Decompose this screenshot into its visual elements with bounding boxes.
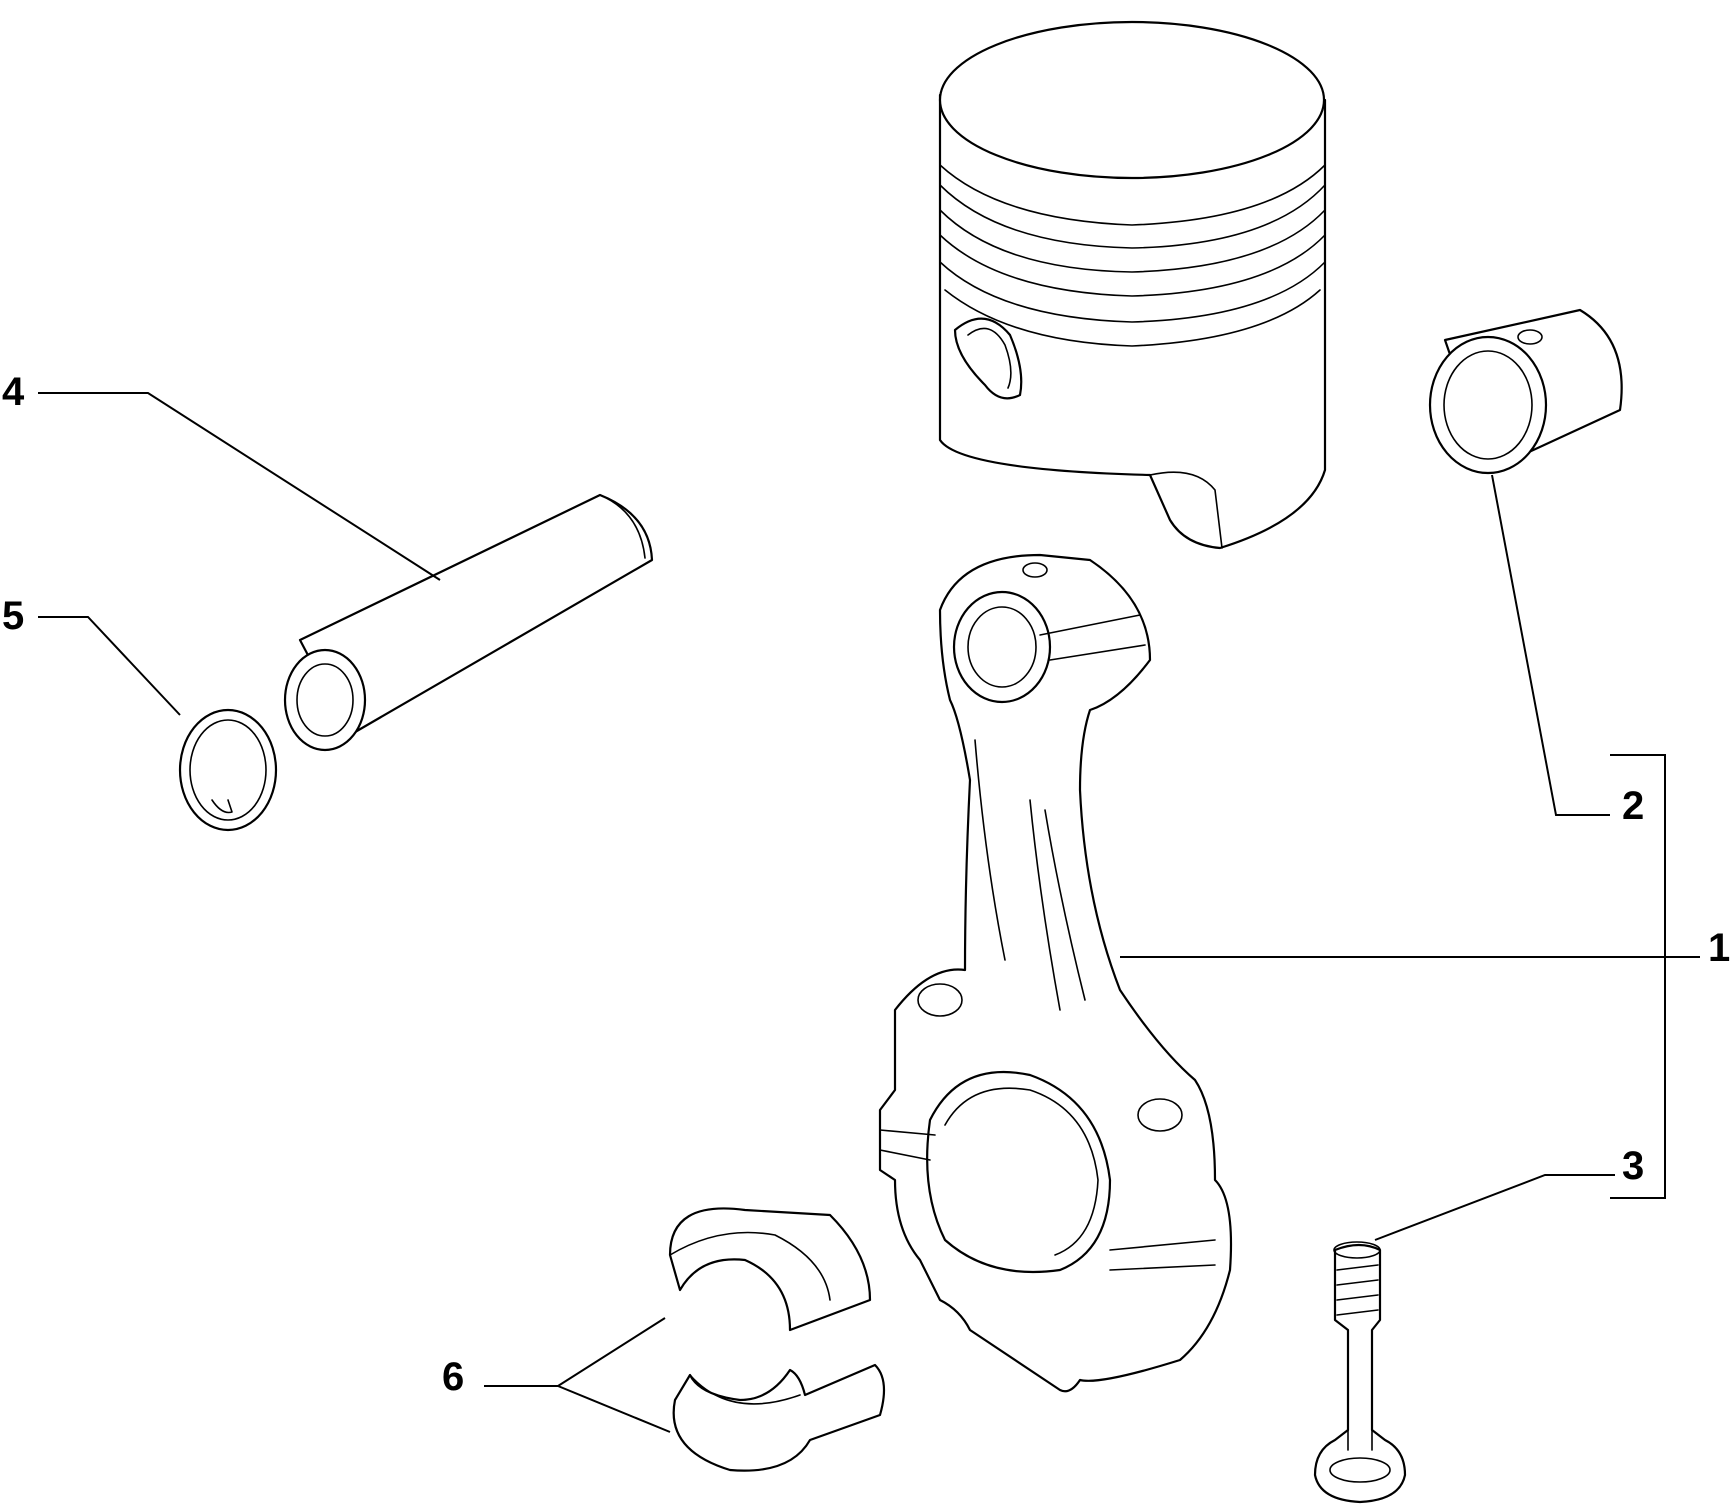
bushing-part[interactable] bbox=[1428, 308, 1623, 475]
leader-6-upper bbox=[484, 1317, 666, 1387]
leader-lines bbox=[38, 392, 1700, 1433]
bearing-shells-part[interactable] bbox=[668, 1207, 886, 1472]
leader-3 bbox=[1374, 1174, 1615, 1241]
connecting-rod-part[interactable] bbox=[878, 553, 1233, 1393]
rod-bolt-part[interactable] bbox=[1313, 1241, 1407, 1504]
leader-6-lower bbox=[557, 1385, 671, 1433]
callout-6: 6 bbox=[442, 1355, 465, 1399]
piston-part[interactable] bbox=[938, 20, 1327, 550]
leader-2 bbox=[1491, 474, 1610, 816]
snap-ring-part[interactable] bbox=[178, 708, 278, 832]
bracket-1 bbox=[1610, 754, 1666, 1199]
piston-pin-part[interactable] bbox=[283, 493, 654, 752]
leader-4 bbox=[38, 392, 441, 581]
callout-1: 1 bbox=[1708, 926, 1731, 970]
callout-5: 5 bbox=[2, 594, 25, 638]
leader-5 bbox=[38, 616, 181, 716]
callout-4: 4 bbox=[2, 370, 25, 414]
callout-3: 3 bbox=[1622, 1144, 1645, 1188]
callout-2: 2 bbox=[1622, 784, 1645, 828]
